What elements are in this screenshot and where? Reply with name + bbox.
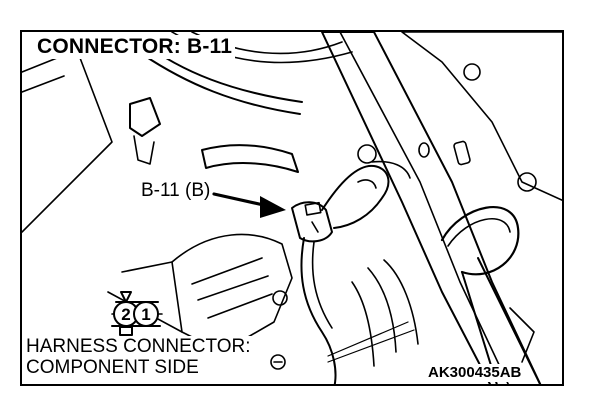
upper-right-housing [401, 32, 562, 202]
connector-callout-label: B-11 (B) [139, 180, 213, 202]
harness-label-line1: HARNESS CONNECTOR: [26, 336, 251, 357]
small-clip [129, 97, 161, 137]
left-bracket-outline [22, 49, 113, 233]
harness-label-line2: COMPONENT SIDE [26, 357, 199, 378]
engine-bay-illustration [22, 32, 562, 384]
sensor-harness [321, 164, 390, 229]
connector-wire [300, 237, 337, 384]
harness-leader-line [327, 321, 409, 357]
connector-face-symbol [111, 291, 163, 336]
connector-body [291, 201, 333, 243]
clamp-band [440, 206, 520, 276]
main-bracket [321, 32, 542, 384]
lower-block [171, 233, 293, 353]
figure-code: AK300435AB [426, 364, 524, 382]
connector-title: CONNECTOR: B-11 [34, 35, 236, 59]
diagram-frame: 2 1 [20, 30, 564, 386]
center-hose [201, 144, 299, 173]
callout-arrow-head [260, 196, 286, 218]
harness-connector-label: HARNESS CONNECTOR: COMPONENT SIDE [26, 336, 255, 378]
callout-arrow-shaft [212, 192, 270, 208]
